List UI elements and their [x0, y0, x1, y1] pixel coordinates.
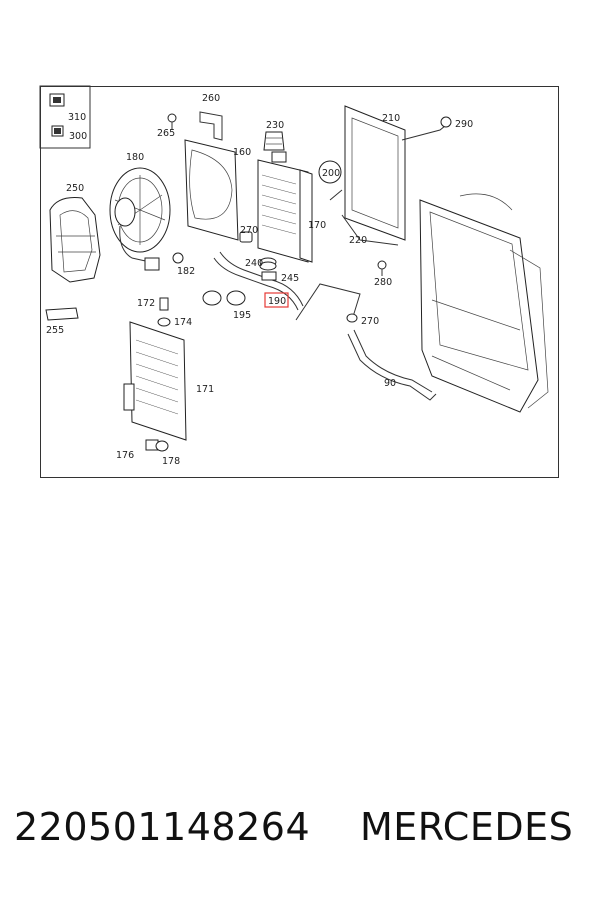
callout-160: 160: [233, 147, 251, 158]
sensor-182: [172, 252, 184, 264]
callout-270b: 270: [361, 316, 379, 327]
callout-90: 90: [384, 378, 396, 389]
callout-210: 210: [382, 113, 400, 124]
fan-frame-160: [184, 111, 239, 241]
callout-250: 250: [66, 183, 84, 194]
bolt-280: [377, 260, 387, 276]
callout-265: 265: [157, 128, 175, 139]
part-number: 220501148264: [14, 805, 311, 849]
clamp-set-195: [202, 290, 246, 306]
callout-280: 280: [374, 277, 392, 288]
callout-240: 240: [245, 258, 263, 269]
radiator-frame-assembly: [419, 193, 549, 413]
brand-name: MERCEDES: [360, 805, 574, 849]
callout-270a: 270: [240, 225, 258, 236]
fan-shroud-250: [49, 197, 101, 283]
callout-178: 178: [162, 456, 180, 467]
callout-255: 255: [46, 325, 64, 336]
callout-200: 200: [322, 168, 340, 179]
callout-170: 170: [308, 220, 326, 231]
bolt-265: [167, 113, 177, 130]
aux-radiator-171: [123, 321, 187, 441]
relay-icon: [51, 125, 64, 137]
radiator-support-210: [329, 105, 451, 246]
fan-motor-180: [109, 167, 171, 271]
callout-310: 310: [68, 112, 86, 123]
hose-190: [213, 251, 361, 321]
callout-172: 172: [137, 298, 155, 309]
sensor-172: [159, 297, 169, 311]
callout-220: 220: [349, 235, 367, 246]
callout-180: 180: [126, 152, 144, 163]
callout-174: 174: [174, 317, 192, 328]
callout-300: 300: [69, 131, 87, 142]
callout-circle-200: [318, 160, 342, 184]
callout-195: 195: [233, 310, 251, 321]
nut-290: [440, 116, 452, 128]
callout-171: 171: [196, 384, 214, 395]
callout-176: 176: [116, 450, 134, 461]
callout-230: 230: [266, 120, 284, 131]
connector-icon: [49, 93, 65, 107]
footer: 220501148264 MERCEDES: [0, 805, 600, 865]
seal-178: [155, 440, 169, 452]
clamp-270b: [346, 313, 358, 323]
callout-245: 245: [281, 273, 299, 284]
callout-260: 260: [202, 93, 220, 104]
callout-290: 290: [455, 119, 473, 130]
radiator-170: [257, 151, 313, 263]
callout-182: 182: [177, 266, 195, 277]
seal-174: [157, 317, 171, 327]
cap-230: [263, 131, 285, 151]
highlight-box-190: [264, 292, 289, 308]
callout-190: 190: [268, 296, 286, 307]
spring-240: [259, 257, 277, 271]
legend-inset: [39, 85, 91, 149]
clamp-270a: [239, 231, 253, 243]
clip-245: [261, 271, 277, 281]
hose-90: [347, 329, 437, 401]
pad-255: [45, 307, 79, 321]
